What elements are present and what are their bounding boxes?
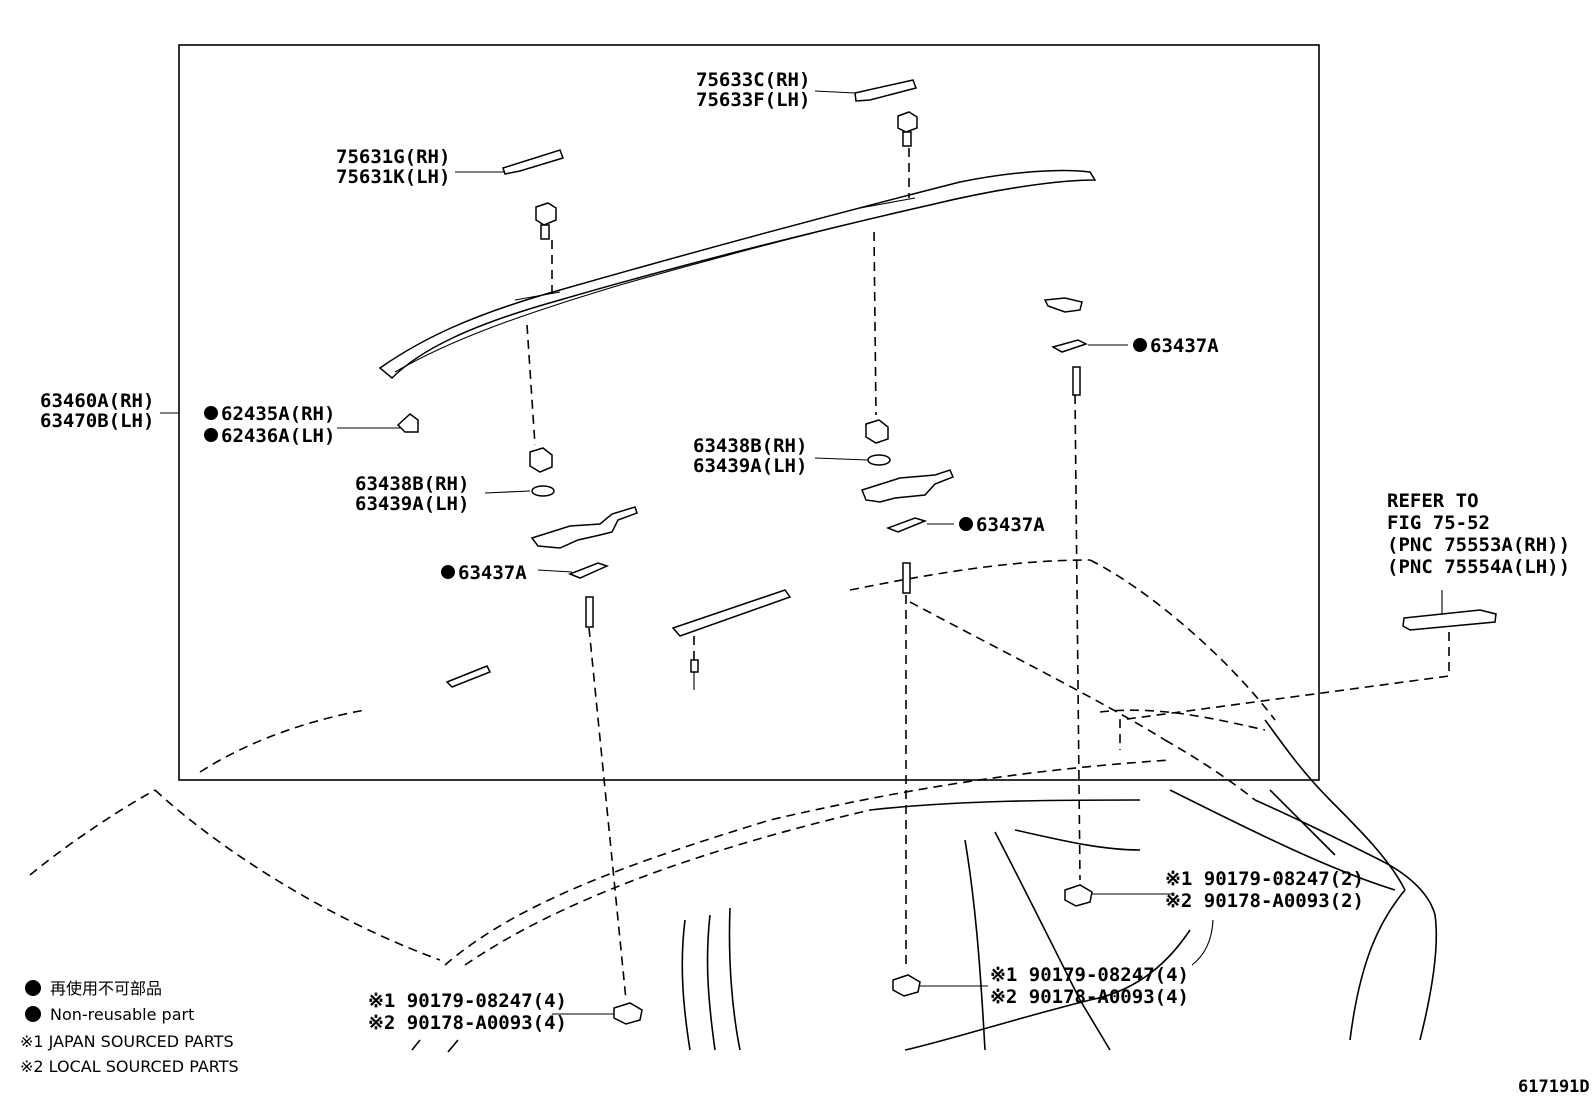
clip-62435 (396, 413, 419, 433)
cover-75631 (502, 149, 564, 175)
label-63437a-center: 63437A (976, 514, 1045, 536)
legend: 再使用不可部品 Non-reusable part ※1 JAPAN SOURC… (20, 979, 239, 1076)
strip-left-small (445, 665, 492, 688)
roof-rail (378, 169, 1097, 380)
stud-left (585, 596, 594, 628)
label-nut-center-2: ※2 90178-A0093(4) (990, 986, 1189, 1008)
label-75633c: 75633C(RH) (696, 69, 810, 91)
nut-lower-right (1064, 884, 1093, 907)
nonreusable-dot (959, 517, 973, 531)
label-nut-left-1: ※1 90179-08247(4) (368, 990, 567, 1012)
bracket-center (861, 469, 954, 503)
label-nut-right-2: ※2 90178-A0093(2) (1165, 890, 1364, 912)
washer-left (531, 485, 555, 497)
legend-dot-jp (25, 980, 41, 996)
cover-75633 (854, 79, 917, 102)
nonreusable-dot (204, 406, 218, 420)
label-nut-right-1: ※1 90179-08247(2) (1165, 868, 1364, 890)
figure-id: 617191D (1518, 1077, 1590, 1097)
nonreusable-dot (441, 565, 455, 579)
label-75631g: 75631G(RH) (336, 146, 450, 168)
legend-jp: 再使用不可部品 (50, 979, 162, 998)
nonreusable-dot (204, 428, 218, 442)
legend-note-2: ※2 LOCAL SOURCED PARTS (20, 1057, 239, 1076)
legend-note-1: ※1 JAPAN SOURCED PARTS (20, 1032, 234, 1051)
bolt-center (897, 111, 918, 147)
nut-left-upper (529, 447, 553, 473)
clip-right (1043, 297, 1083, 313)
refer-line-1: REFER TO (1387, 490, 1479, 512)
nonreusable-dot (1133, 338, 1147, 352)
label-75633f: 75633F(LH) (696, 89, 810, 111)
label-nut-center-1: ※1 90179-08247(4) (990, 964, 1189, 986)
label-63438b-left: 63438B(RH) (355, 473, 469, 495)
refer-line-2: FIG 75-52 (1387, 512, 1490, 534)
refer-line-4: (PNC 75554A(LH)) (1387, 556, 1570, 578)
pad-right (1051, 339, 1088, 353)
nut-lower-center (892, 974, 921, 997)
strip-center (671, 589, 792, 690)
label-62436a: 62436A(LH) (221, 425, 335, 447)
molding-refer (1402, 609, 1497, 631)
washer-center (867, 454, 891, 466)
legend-nonreusable: Non-reusable part (50, 1005, 194, 1024)
label-63470b: 63470B(LH) (40, 410, 154, 432)
vehicle-body-outline (29, 559, 1438, 1053)
leader-lines (160, 90, 1443, 1015)
refer-line-3: (PNC 75553A(RH)) (1387, 534, 1570, 556)
legend-dot-en (25, 1006, 41, 1022)
label-63437a-right: 63437A (1150, 335, 1219, 357)
label-75631k: 75631K(LH) (336, 166, 450, 188)
stud-center (902, 562, 911, 594)
bolt-left (535, 202, 557, 240)
bracket-left (530, 506, 638, 549)
label-62435a: 62435A(RH) (221, 403, 335, 425)
assembly-lines (526, 148, 1450, 1001)
label-63437a-left: 63437A (458, 562, 527, 584)
label-63439a-left: 63439A(LH) (355, 493, 469, 515)
nut-lower-left (613, 1002, 643, 1025)
label-nut-left-2: ※2 90178-A0093(4) (368, 1012, 567, 1034)
stud-right (1072, 366, 1081, 396)
label-63438b-center: 63438B(RH) (693, 435, 807, 457)
label-63460a: 63460A(RH) (40, 390, 154, 412)
nut-center-upper (865, 419, 889, 444)
pad-center (885, 517, 928, 533)
pad-left (567, 562, 610, 579)
label-63439a-center: 63439A(LH) (693, 455, 807, 477)
